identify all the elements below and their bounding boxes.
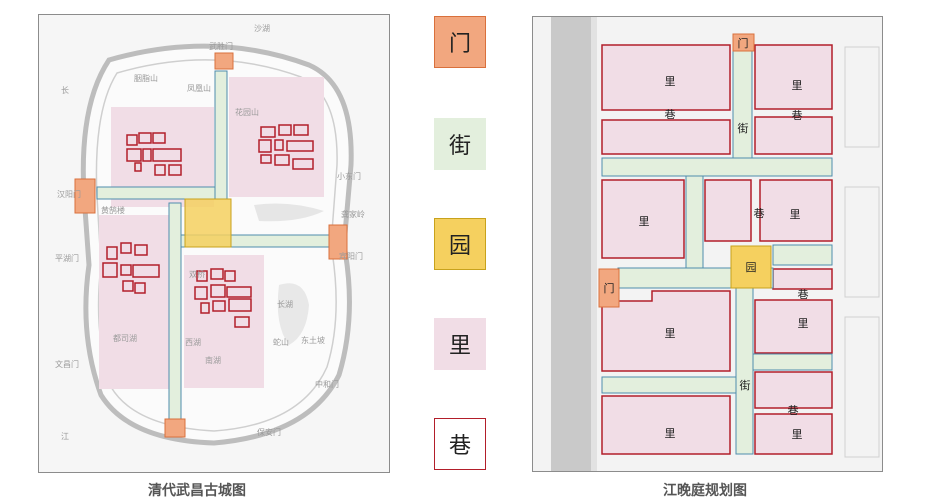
right-map-caption: 江晚庭规划图	[663, 483, 747, 499]
street	[601, 157, 833, 177]
legend-lane-label: 巷	[448, 434, 471, 459]
lane-label: 巷	[798, 288, 809, 301]
right-map-panel: 门 门 街 街 园 里 里 里 里 里 里 里 里 巷 巷 巷 巷 巷	[532, 16, 883, 472]
place-label: 保安门	[257, 427, 281, 437]
garden	[730, 245, 772, 289]
ward-block	[601, 119, 731, 155]
lane-label: 巷	[665, 108, 676, 121]
ward-label: 里	[665, 327, 676, 340]
street	[772, 244, 833, 266]
lane-group	[102, 124, 314, 328]
legend-street: 街	[434, 118, 486, 170]
place-label: 东土坡	[301, 335, 325, 345]
ward-label: 里	[665, 75, 676, 88]
place-label: 中和门	[315, 379, 339, 389]
gate	[74, 178, 96, 214]
garden-label: 园	[746, 261, 757, 274]
place-label: 江	[61, 432, 69, 441]
place-label: 南湖	[205, 355, 221, 365]
legend-garden-label: 园	[448, 234, 471, 259]
gate	[164, 418, 186, 438]
place-label: 双桥	[189, 269, 205, 279]
ward-block	[754, 413, 833, 455]
right-map-svg: 门 门 街 街 园 里 里 里 里 里 里 里 里 巷 巷 巷 巷 巷	[533, 17, 882, 471]
place-label: 沙湖	[254, 24, 270, 33]
left-map-caption: 清代武昌古城图	[148, 483, 246, 499]
ward-block	[754, 299, 833, 354]
street	[735, 287, 754, 455]
place-label: 西湖	[185, 338, 201, 347]
street	[214, 70, 228, 200]
place-label: 宾阳门	[339, 251, 363, 261]
street	[96, 186, 216, 200]
legend-gate-label: 门	[448, 32, 471, 57]
street-label: 街	[738, 121, 749, 135]
place-label: 武胜门	[209, 41, 233, 51]
ward-label: 里	[792, 428, 803, 441]
gate	[328, 224, 348, 260]
place-label: 小东门	[337, 171, 361, 181]
legend-lane: 巷	[434, 418, 486, 470]
gate-label: 门	[604, 281, 615, 295]
ward-block	[754, 44, 833, 110]
lake-shape	[277, 283, 309, 345]
ward-block	[754, 116, 833, 155]
legend-garden: 园	[434, 218, 486, 270]
ward-label: 里	[792, 79, 803, 92]
left-map-svg: 沙湖 武胜门 凤凰山 胭脂山 花园山 长 汉阳门 黄鹄楼 平湖门 文昌门 江 宾…	[55, 24, 365, 446]
ward-block	[754, 371, 833, 409]
place-label: 胭脂山	[134, 73, 158, 83]
place-label: 长	[61, 85, 69, 95]
ward-block	[601, 395, 731, 455]
street	[685, 175, 704, 269]
gate-label: 门	[738, 36, 749, 50]
place-label: 蛇山	[273, 337, 289, 347]
ward-block	[759, 179, 833, 242]
ward-label: 里	[665, 427, 676, 440]
lane-label: 巷	[754, 207, 765, 220]
legend-ward: 里	[434, 318, 486, 370]
place-label: 汉阳门	[57, 189, 81, 199]
ward-label: 里	[790, 208, 801, 221]
place-label: 平湖门	[55, 253, 79, 263]
ward-label: 里	[798, 317, 809, 330]
legend-ward-label: 里	[448, 334, 471, 359]
street-label: 街	[740, 378, 751, 392]
place-label: 长湖	[277, 299, 293, 309]
legend-gate: 门	[434, 16, 486, 68]
place-label: 黄鹄楼	[101, 205, 125, 215]
street	[752, 353, 833, 371]
gate	[732, 33, 755, 52]
lane-label: 巷	[792, 109, 803, 122]
place-label: 龚家岭	[341, 209, 365, 219]
garden	[184, 198, 232, 248]
gate	[598, 268, 620, 308]
ward-label: 里	[639, 215, 650, 228]
ward-block	[772, 268, 833, 290]
street	[601, 376, 737, 394]
place-label: 都司湖	[113, 334, 137, 343]
ward-block	[601, 290, 731, 372]
legend-street-label: 街	[448, 134, 471, 159]
street	[732, 50, 753, 159]
ward-block	[99, 215, 173, 389]
lane-label: 巷	[788, 404, 799, 417]
road	[551, 17, 591, 471]
ward-block	[704, 179, 752, 242]
left-map-panel: 沙湖 武胜门 凤凰山 胭脂山 花园山 长 汉阳门 黄鹄楼 平湖门 文昌门 江 宾…	[38, 14, 390, 473]
ward-block	[601, 44, 731, 111]
place-label: 花园山	[235, 107, 259, 117]
ward-block	[229, 77, 324, 197]
place-label: 文昌门	[55, 359, 79, 369]
place-label: 凤凰山	[187, 83, 211, 93]
gate	[214, 52, 234, 70]
ward-block	[601, 179, 685, 259]
street	[168, 202, 182, 426]
